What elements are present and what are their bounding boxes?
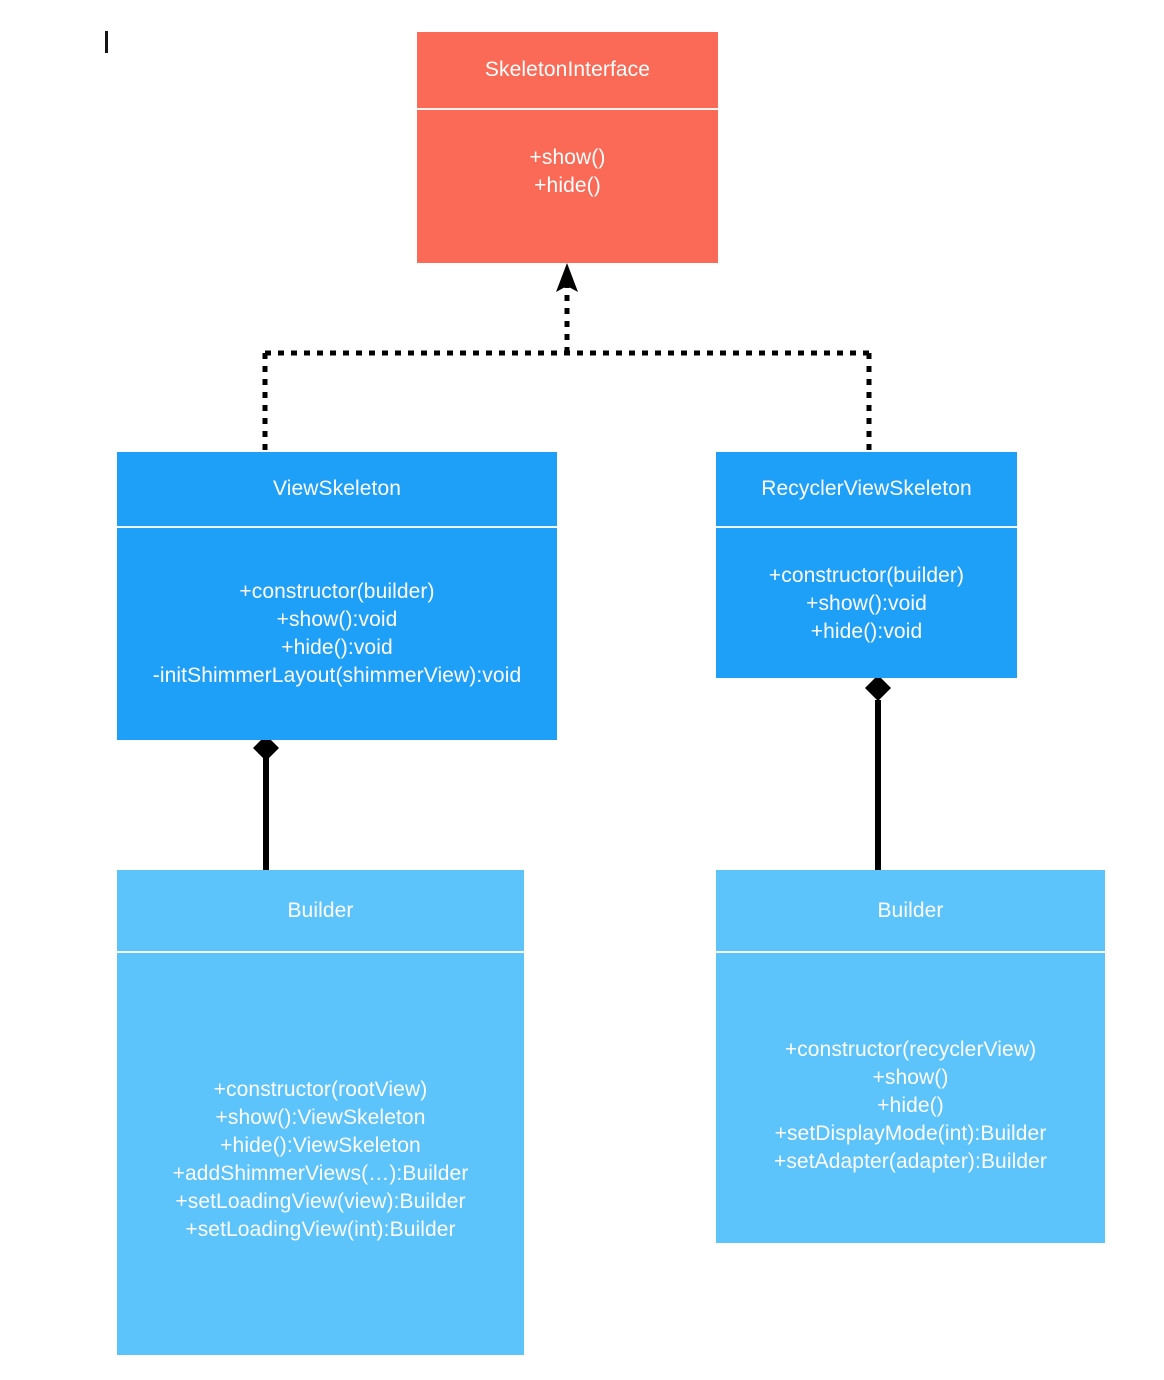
member-row: -initShimmerLayout(shimmerView):void <box>152 664 522 687</box>
member-row: +show():ViewSkeleton <box>215 1106 426 1129</box>
class-title-builder-view-skeleton: Builder <box>117 870 524 953</box>
member-row: +show() <box>529 146 606 169</box>
member-row: +setAdapter(adapter):Builder <box>773 1150 1048 1173</box>
class-members-view-skeleton: +constructor(builder) +show():void +hide… <box>117 528 557 740</box>
member-row: +hide() <box>534 174 601 197</box>
class-box-builder-recycler-view-skeleton[interactable]: Builder +constructor(recyclerView) +show… <box>716 870 1105 1243</box>
member-row: +setDisplayMode(int):Builder <box>774 1122 1047 1145</box>
member-row: +setLoadingView(int):Builder <box>185 1218 456 1241</box>
composition-connector-recycler-builder <box>865 675 891 870</box>
member-row: +setLoadingView(view):Builder <box>175 1190 466 1213</box>
member-row: +addShimmerViews(…):Builder <box>172 1162 469 1185</box>
member-row: +constructor(rootView) <box>213 1078 428 1101</box>
composition-connector-view-builder <box>253 735 279 870</box>
realization-connector-group <box>262 263 872 452</box>
member-row: +show():void <box>806 592 927 615</box>
class-title-view-skeleton: ViewSkeleton <box>117 452 557 528</box>
class-box-recycler-view-skeleton[interactable]: RecyclerViewSkeleton +constructor(builde… <box>716 452 1017 678</box>
member-row: +constructor(builder) <box>239 580 435 603</box>
class-title-recycler-view-skeleton: RecyclerViewSkeleton <box>716 452 1017 528</box>
realization-arrowhead-icon <box>556 263 578 292</box>
class-members-recycler-view-skeleton: +constructor(builder) +show():void +hide… <box>716 528 1017 678</box>
text-cursor-caret <box>105 31 108 53</box>
class-members-skeleton-interface: +show() +hide() <box>417 110 718 263</box>
member-row: +hide():ViewSkeleton <box>220 1134 421 1157</box>
member-row: +show():void <box>276 608 398 631</box>
class-title-skeleton-interface: SkeletonInterface <box>417 32 718 110</box>
member-row: +hide():void <box>281 636 393 659</box>
filled-diamond-icon <box>865 675 891 701</box>
class-box-builder-view-skeleton[interactable]: Builder +constructor(rootView) +show():V… <box>117 870 524 1355</box>
member-row: +constructor(recyclerView) <box>784 1038 1037 1061</box>
class-members-builder-recycler-view-skeleton: +constructor(recyclerView) +show() +hide… <box>716 953 1105 1243</box>
member-row: +constructor(builder) <box>768 564 965 587</box>
class-box-view-skeleton[interactable]: ViewSkeleton +constructor(builder) +show… <box>117 452 557 740</box>
member-row: +hide():void <box>810 620 923 643</box>
member-row: +show() <box>872 1066 949 1089</box>
member-row: +hide() <box>877 1094 944 1117</box>
class-members-builder-view-skeleton: +constructor(rootView) +show():ViewSkele… <box>117 953 524 1355</box>
class-title-builder-recycler-view-skeleton: Builder <box>716 870 1105 953</box>
class-box-skeleton-interface[interactable]: SkeletonInterface +show() +hide() <box>417 32 718 263</box>
